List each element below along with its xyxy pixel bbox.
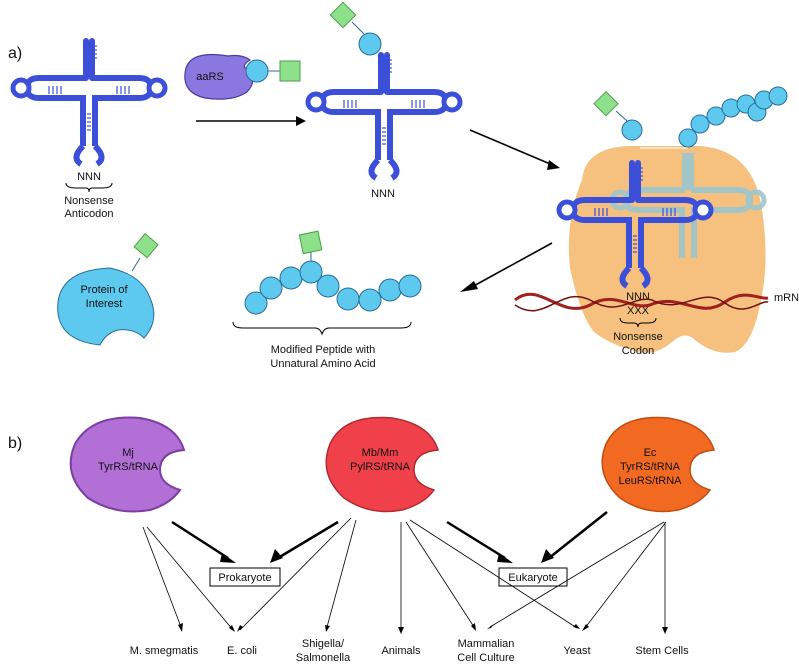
enzyme-ec: Ec TyrRS/tRNA LeuRS/tRNA xyxy=(601,416,715,513)
mrna-strand xyxy=(514,292,769,312)
enzyme-mj-line1: Mj xyxy=(122,447,134,459)
organism-animals: Animals xyxy=(381,645,421,657)
aars-label: aaRS xyxy=(196,71,224,83)
amino-acid-bead xyxy=(245,59,269,83)
ribosome xyxy=(568,146,766,353)
ribosome-bead xyxy=(621,119,643,141)
enzyme-mb-mm: Mb/Mm PylRS/tRNA xyxy=(325,416,439,513)
ribosome-linker xyxy=(615,110,628,122)
charged-bead xyxy=(358,32,382,56)
organism-yeast: Yeast xyxy=(563,645,590,657)
uncharged-trna xyxy=(13,41,165,164)
prokaryote-label: Prokaryote xyxy=(218,572,271,584)
thick-arrows xyxy=(171,511,608,560)
peptide-unnatural-aa xyxy=(298,230,323,255)
enzyme-mj: Mj TyrRS/tRNA xyxy=(69,416,186,513)
protein-unnatural-aa xyxy=(133,233,159,259)
organism-labels: M. smegmatis E. coli Shigella/ Salmonell… xyxy=(130,638,689,664)
enzyme-ec-line1: Ec xyxy=(644,447,657,459)
anticodon-caption-2: Anticodon xyxy=(65,208,114,220)
arrow-to-ribosome xyxy=(469,129,556,167)
charged-trna-codon: NNN xyxy=(371,188,395,200)
protein-of-interest: Protein of Interest xyxy=(57,267,155,346)
organism-cell-culture: Cell Culture xyxy=(457,652,514,664)
anticodon-caption-1: Nonsense xyxy=(64,195,114,207)
charged-join xyxy=(377,53,382,58)
charged-unnatural-aa xyxy=(329,1,357,29)
mrna-label: mRNA xyxy=(774,292,799,304)
eukaryote-label: Eukaryote xyxy=(508,572,558,584)
peptide-brace xyxy=(232,321,412,336)
organism-salmonella: Salmonella xyxy=(296,652,351,664)
enzyme-mb-line2: PylRS/tRNA xyxy=(350,461,411,473)
prokaryote-box xyxy=(209,567,281,587)
organism-stem-cells: Stem Cells xyxy=(635,645,689,657)
protein-label-2: Interest xyxy=(86,298,123,310)
anticodon-brace xyxy=(65,182,113,193)
enzyme-mj-line2: TyrRS/tRNA xyxy=(98,461,159,473)
panel-b-label: b) xyxy=(8,435,22,452)
ribosome-unnatural-aa xyxy=(593,90,619,117)
protein-label-1: Protein of xyxy=(80,284,128,296)
ribosome-xxx: XXX xyxy=(627,305,650,317)
anticodon-nnn: NNN xyxy=(77,171,101,183)
organism-m-smegmatis: M. smegmatis xyxy=(130,645,199,657)
nonsense-codon-2: Codon xyxy=(622,345,654,357)
peptide-caption-1: Modified Peptide with xyxy=(271,344,376,356)
thin-arrows xyxy=(142,517,667,631)
peptide-caption-2: Unnatural Amino Acid xyxy=(270,358,375,370)
thick-arrow-heads xyxy=(220,549,554,563)
thin-arrow-heads xyxy=(178,623,668,634)
arrow-to-peptide xyxy=(469,242,553,289)
enzyme-mb-line1: Mb/Mm xyxy=(362,447,399,459)
nonsense-codon-1: Nonsense xyxy=(613,331,663,343)
protein-linker xyxy=(131,257,141,272)
arrow-charge-head xyxy=(296,116,306,126)
panel-a-label: a) xyxy=(8,45,22,62)
organism-shigella: Shigella/ xyxy=(302,638,345,650)
codon-brace xyxy=(619,317,657,328)
aars-enzyme: aaRS xyxy=(184,53,254,100)
charged-linker xyxy=(351,21,365,35)
modified-peptide xyxy=(244,260,422,315)
eukaryote-box xyxy=(498,567,568,587)
organism-mammalian: Mammalian xyxy=(458,638,515,650)
unnatural-amino-acid xyxy=(279,60,301,82)
organism-e-coli: E. coli xyxy=(227,645,257,657)
enzyme-ec-line2: TyrRS/tRNA xyxy=(620,461,681,473)
arrow-to-ribosome-head xyxy=(547,160,560,170)
arrow-to-peptide-head xyxy=(460,281,478,292)
growing-peptide xyxy=(678,86,788,148)
enzyme-ec-line3: LeuRS/tRNA xyxy=(619,475,683,487)
charged-trna xyxy=(308,55,460,178)
